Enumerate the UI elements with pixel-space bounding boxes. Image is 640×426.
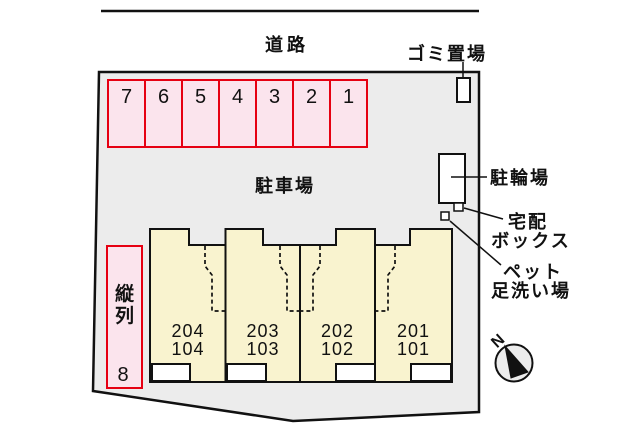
road-label: 道路 (265, 34, 309, 55)
entrance-porch (335, 363, 376, 382)
parking-row: 7 6 5 4 3 2 1 (107, 79, 368, 148)
unit-number-upper: 201 (397, 321, 430, 341)
compass: N (488, 331, 534, 383)
dashed-floor-line (300, 246, 321, 312)
delivery-box: 宅配 ボックス (453, 202, 570, 251)
unit-number-upper: 204 (171, 321, 204, 341)
parking-space-5 (181, 79, 220, 148)
bicycle-parking-label: 駐輪場 (490, 167, 550, 188)
parking-number: 3 (269, 86, 280, 108)
delivery-box-leader-line (463, 207, 504, 220)
parking-number: 5 (195, 86, 206, 108)
entrance-porch (151, 363, 191, 382)
unit-number-lower: 103 (246, 339, 279, 359)
parking-lot-label: 駐車場 (255, 175, 315, 196)
unit-number-upper: 202 (321, 321, 354, 341)
unit-number-lower: 101 (397, 339, 430, 359)
parking-space-1 (329, 79, 368, 148)
unit-204-104: 204 104 (171, 321, 204, 359)
delivery-box-label-line2: ボックス (491, 231, 570, 251)
parking-number: 7 (121, 86, 132, 108)
pet-wash-rect (440, 211, 450, 221)
entrance-porch (226, 363, 267, 382)
dashed-floor-line (204, 246, 225, 312)
garbage-area-label: ゴミ置場 (407, 43, 487, 64)
garbage-area (456, 62, 471, 103)
parking-number: 2 (306, 86, 317, 108)
tandem-label-char1: 縦 (115, 282, 135, 305)
pet-wash-station: ペット 足洗い場 (440, 211, 571, 301)
parking-space-7 (107, 79, 146, 148)
parking-number: 6 (158, 86, 169, 108)
building: 204 104 203 103 202 102 201 101 (149, 228, 453, 383)
north-arrow-icon (504, 344, 529, 379)
bicycle-parking-rect (438, 153, 466, 204)
dashed-floor-line (279, 246, 300, 312)
dashed-floor-line (375, 246, 396, 312)
unit-202-102: 202 102 (321, 321, 354, 359)
unit-number-lower: 104 (171, 339, 204, 359)
unit-number-lower: 102 (321, 339, 354, 359)
pet-wash-leader-line (449, 220, 502, 266)
unit-203-103: 203 103 (246, 321, 279, 359)
tandem-label-char2: 列 (115, 305, 134, 327)
delivery-box-label-line1: 宅配 (508, 211, 548, 232)
entrance-porch (410, 363, 452, 382)
parking-space-6 (144, 79, 183, 148)
unit-201-101: 201 101 (397, 321, 430, 359)
tandem-space-rect (106, 245, 143, 389)
pet-wash-label-line1: ペット (503, 262, 563, 282)
pet-wash-label-line2: 足洗い場 (491, 280, 571, 301)
unit-number-upper: 203 (246, 321, 279, 341)
bicycle-parking: 駐輪場 (438, 153, 550, 204)
tandem-parking-space: 縦 列 8 (106, 245, 143, 389)
delivery-box-rect (453, 202, 464, 212)
tandem-space-number: 8 (117, 364, 128, 386)
parking-number: 4 (232, 86, 243, 108)
parking-number: 1 (343, 86, 354, 108)
garbage-area-rect (456, 77, 471, 103)
